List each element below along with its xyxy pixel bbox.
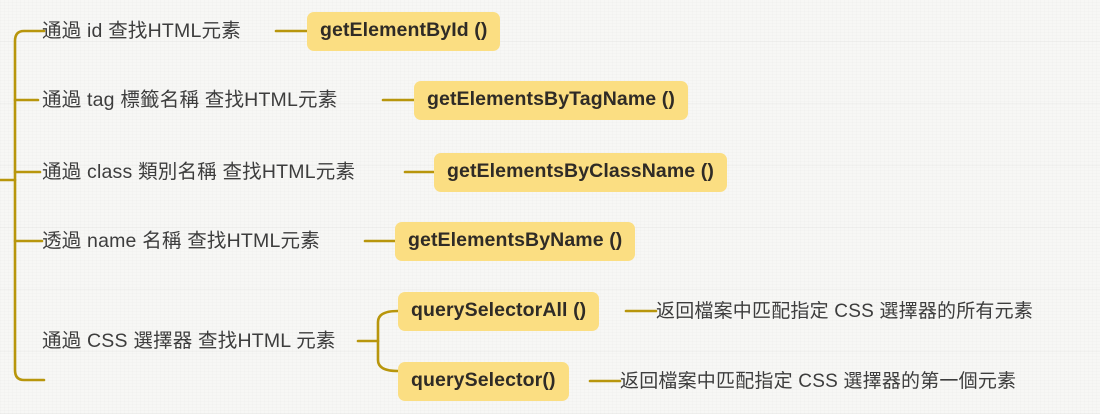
tag-getElementsByName[interactable]: getElementsByName () [395, 222, 636, 261]
branch-label-class: 通過 class 類別名稱 查找HTML元素 [42, 161, 356, 183]
branch-label-name: 透過 name 名稱 查找HTML元素 [42, 230, 320, 252]
tag-querySelector[interactable]: querySelector() [398, 362, 569, 401]
tag-getElementById[interactable]: getElementById () [307, 12, 501, 51]
desc-querySelector: 返回檔案中匹配指定 CSS 選擇器的第一個元素 [620, 371, 1017, 392]
row5-sub-bracket [376, 309, 400, 373]
main-spine-path [13, 29, 46, 382]
tag-querySelectorAll[interactable]: querySelectorAll () [398, 292, 600, 331]
desc-querySelectorAll: 返回檔案中匹配指定 CSS 選擇器的所有元素 [656, 301, 1034, 322]
branch-label-css-selector: 通過 CSS 選擇器 查找HTML 元素 [42, 330, 336, 352]
branch-label-id: 通過 id 查找HTML元素 [42, 20, 241, 42]
branch-label-tag: 通過 tag 標籤名稱 查找HTML元素 [42, 89, 338, 111]
tag-getElementsByClassName[interactable]: getElementsByClassName () [434, 153, 727, 192]
tag-getElementsByTagName[interactable]: getElementsByTagName () [414, 81, 688, 120]
